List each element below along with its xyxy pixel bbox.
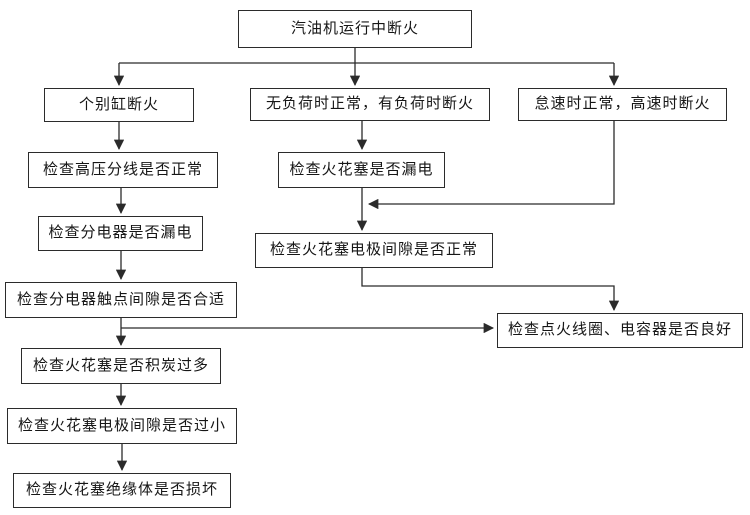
node-check-plug-carbon: 检查火花塞是否积炭过多 [21,348,221,384]
node-root: 汽油机运行中断火 [238,10,472,48]
edge-gap-normal-to-coil-capacitor [361,268,620,312]
node-check-plug-insulator: 检查火花塞绝缘体是否损坏 [13,473,231,508]
node-check-plug-gap-too-small: 检查火花塞电极间隙是否过小 [7,408,237,444]
node-check-coil-capacitor: 检查点火线圈、电容器是否良好 [497,313,743,348]
node-branch-individual-cylinder: 个别缸断火 [44,88,194,122]
node-branch-speed-misfire: 怠速时正常，高速时断火 [518,88,727,121]
node-check-distributor-leak: 检查分电器是否漏电 [38,216,203,251]
node-check-contact-gap: 检查分电器触点间隙是否合适 [5,282,237,318]
node-check-plug-leak: 检查火花塞是否漏电 [278,152,445,188]
node-check-hv-wires: 检查高压分线是否正常 [28,152,218,188]
edge-speed-to-gap-normal [367,121,615,210]
node-check-plug-gap-normal: 检查火花塞电极间隙是否正常 [255,233,493,268]
node-branch-load-misfire: 无负荷时正常，有负荷时断火 [250,88,490,121]
